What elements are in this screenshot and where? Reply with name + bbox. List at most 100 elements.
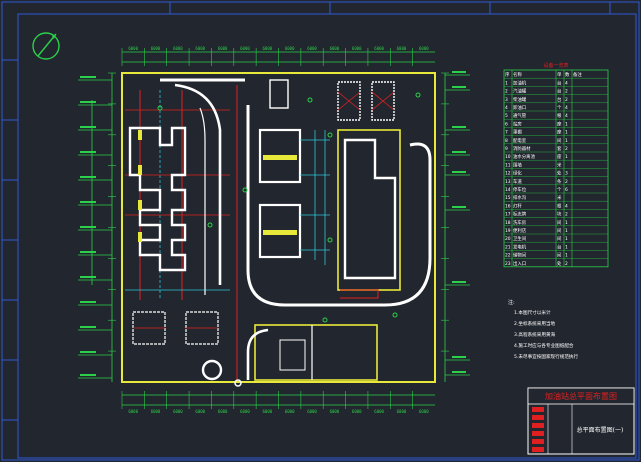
dimension-label: 6000 (128, 46, 138, 51)
legend-cell: 18 (505, 220, 511, 226)
legend-cell: 间 (557, 227, 561, 234)
legend-cell: 加油机 (513, 79, 527, 86)
legend-cell: 1 (565, 121, 568, 127)
legend-cell: 1 (565, 228, 568, 234)
legend-cell: 台 (557, 79, 562, 86)
legend-cell: 座 (557, 129, 562, 136)
legend-cell: 3 (505, 97, 508, 103)
canopy-room-2 (258, 203, 302, 259)
dimension-label: 6000 (151, 46, 161, 51)
service-curve (246, 328, 269, 380)
legend-title: 设备一览表 (543, 62, 568, 69)
legend-cell: 1 (565, 138, 568, 144)
pump-markers (138, 130, 142, 242)
dimension-label: 6000 (263, 46, 273, 51)
legend-cell: 3 (565, 171, 568, 177)
legend-cell: 台 (557, 88, 562, 95)
legend-cell: 1 (565, 154, 568, 160)
dispenser-island (128, 126, 187, 272)
dimension-label: 6000 (419, 46, 429, 51)
legend-cell: 4 (565, 203, 568, 209)
legend-cell: 绿化 (513, 170, 522, 177)
main-driveway-right (330, 142, 432, 307)
station-inner-wall (343, 138, 397, 280)
dimension-label: 6000 (263, 409, 273, 414)
left-elevation-labels (78, 76, 112, 379)
sheet-inner-frame (17, 13, 637, 459)
pipe-network (300, 130, 330, 265)
dimension-label: 6000 (330, 46, 340, 51)
legend-cell: 个 (557, 187, 562, 193)
legend-cell: 8 (505, 138, 508, 144)
note-line: 4.施工时应与各专业图纸配合 (514, 342, 574, 349)
dimension-label: 6000 (374, 46, 384, 51)
legend-cell: 排水沟 (513, 194, 527, 201)
legend-cell: 23 (505, 261, 511, 267)
right-elevation-labels (445, 71, 470, 376)
legend-cell: 处 (557, 170, 562, 177)
legend-cell: 21 (505, 244, 511, 250)
legend-cell: 出入口 (513, 260, 526, 267)
legend-cell: 间 (557, 235, 561, 242)
legend-cell: 6 (565, 187, 568, 193)
legend-cell: 19 (505, 228, 511, 234)
legend-cell: 2 (565, 261, 568, 267)
legend-cell: 16 (505, 203, 511, 209)
parking-grid (125, 90, 230, 300)
dimension-label: 6000 (285, 46, 295, 51)
station-outer-walk (340, 289, 379, 299)
legend-cell: 洗车房 (513, 219, 527, 226)
legend-cell: 通气管 (513, 112, 527, 119)
note-line: 5.未尽事宜按国家现行规范执行 (514, 353, 579, 360)
legend-cell: 4 (565, 105, 568, 111)
legend-cell: 1 (565, 244, 568, 250)
legend-cell: 块 (557, 211, 562, 218)
tank-2 (371, 81, 395, 121)
legend-cell: 2 (565, 146, 568, 152)
dimension-label: 6000 (173, 409, 183, 414)
dimension-label: 6000 (307, 46, 317, 51)
driveway-lane (199, 107, 206, 295)
legend-cell: 根 (557, 112, 562, 119)
legend-cell: 13 (505, 179, 511, 185)
legend-cell: 米 (557, 194, 562, 201)
legend-cell: 2 (565, 212, 568, 218)
legend-cell: 17 (505, 212, 511, 218)
legend-cell: 4 (565, 80, 568, 86)
legend-cell: 站房 (513, 120, 522, 127)
legend-cell: 车道 (513, 178, 522, 185)
dimension-label: 6000 (352, 46, 362, 51)
legend-cell: 个 (557, 105, 562, 111)
legend-cell: 22 (505, 253, 511, 259)
legend-cell: 座 (557, 120, 562, 127)
legend-cell: 套 (557, 145, 562, 152)
dimension-label: 6000 (151, 409, 161, 414)
legend-cell: 间 (557, 252, 561, 259)
legend-cell: 5 (505, 113, 508, 119)
legend-cell: 台 (557, 96, 562, 103)
note-line: 1.本图尺寸以米计 (514, 309, 551, 316)
legend-cell: 1 (565, 220, 568, 226)
general-notes: 注:1.本图尺寸以米计2.坐标系统采用当地3.高程系统采用黄海4.施工时应与各专… (508, 299, 579, 360)
legend-cell: 发电机 (513, 243, 527, 250)
legend-cell: 7 (505, 130, 508, 136)
legend-cell: 4 (565, 113, 568, 119)
dimension-label: 6000 (330, 409, 340, 414)
frame-zone-ticks (2, 2, 611, 421)
legend-cell: 围墙 (513, 161, 522, 168)
dimension-label: 6000 (240, 409, 250, 414)
legend-cell: 配电室 (513, 137, 527, 144)
note-line: 3.高程系统采用黄海 (514, 331, 556, 338)
legend-cell: 数 (565, 71, 570, 78)
legend-cell: 条 (557, 178, 562, 185)
legend-cell: 间 (557, 137, 561, 144)
dimension-label: 6000 (195, 46, 205, 51)
legend-cell: 20 (505, 236, 511, 242)
legend-cell: 卫生间 (513, 235, 526, 242)
legend-cell: 油水分离池 (513, 153, 536, 160)
legend-cell: 2 (565, 179, 568, 185)
legend-cell: 1 (565, 253, 568, 259)
legend-cell: 米 (557, 161, 562, 168)
